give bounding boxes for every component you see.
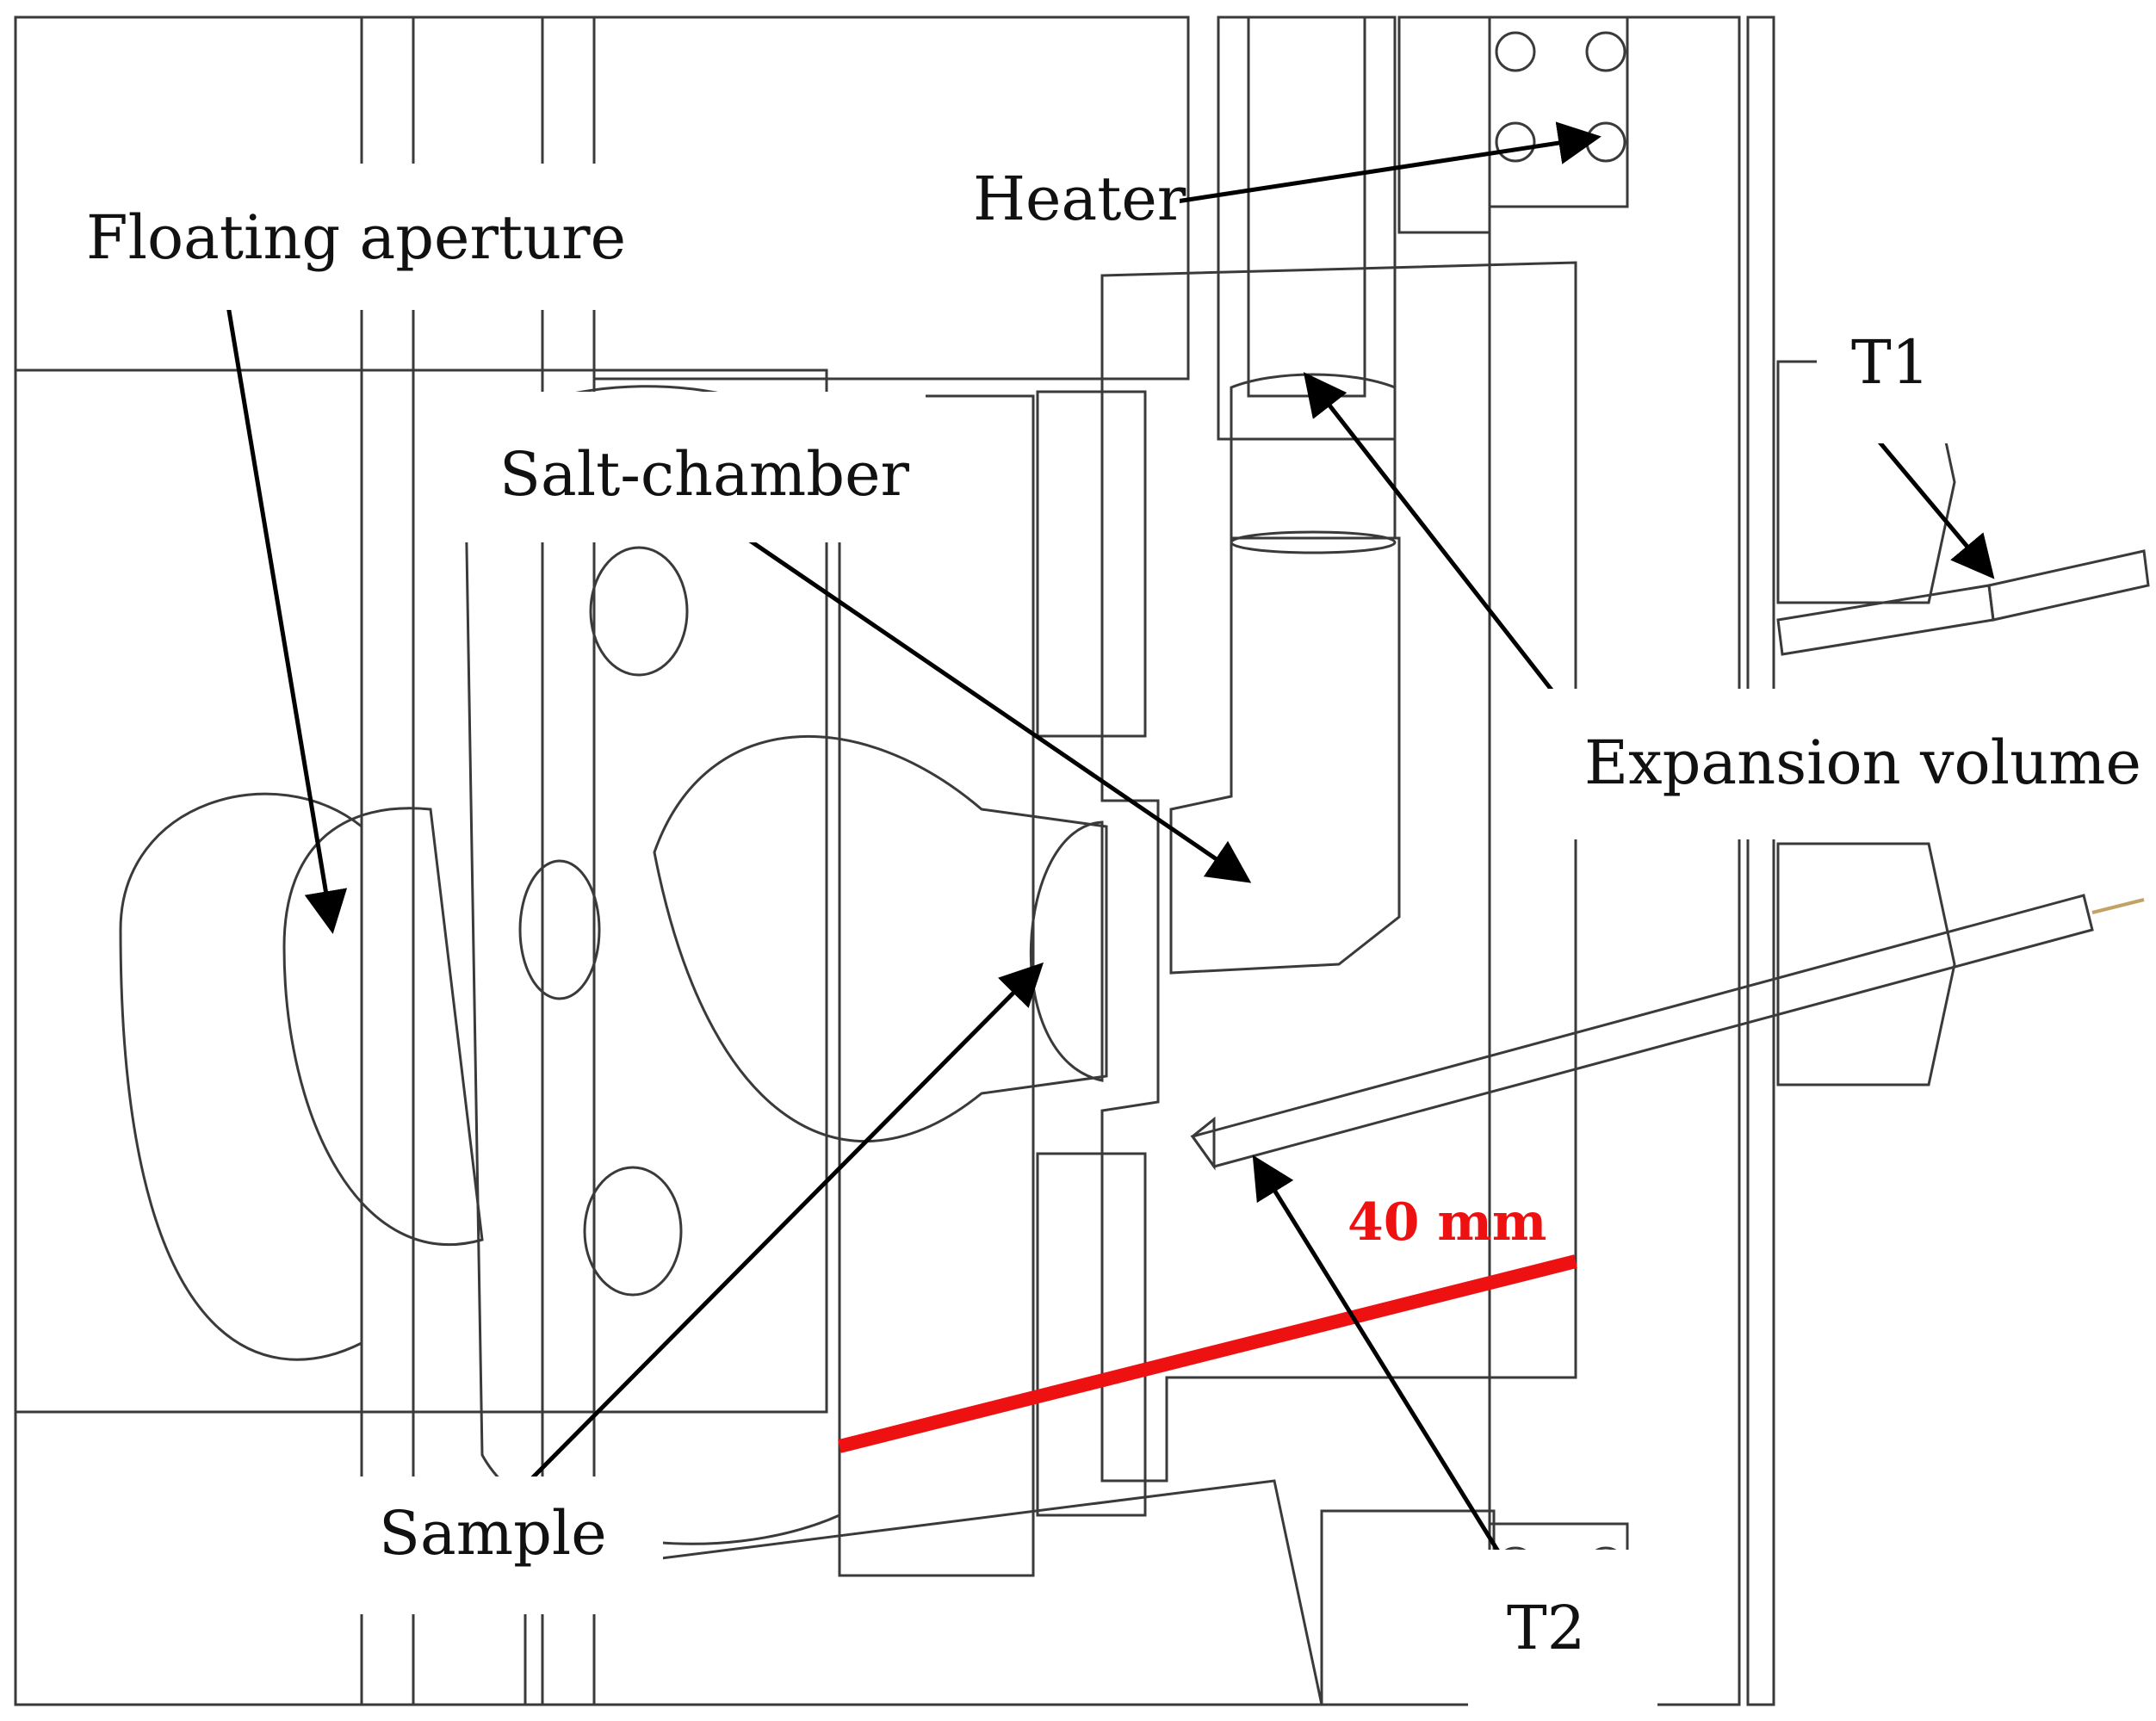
aperture-bore xyxy=(282,807,484,1247)
expansion-volume-floor xyxy=(1230,530,1397,554)
t2-wire xyxy=(2091,898,2145,914)
label-sample: Sample xyxy=(379,1498,607,1569)
arrow-heater xyxy=(1170,121,1602,205)
arrow-salt-chamber xyxy=(713,514,1252,883)
fitting-lower xyxy=(1776,842,1956,1086)
metal-cylinder-left xyxy=(14,368,828,1414)
label-box xyxy=(448,392,926,542)
coil-turn xyxy=(1495,121,1536,163)
label-salt-chamber: Salt-chamber xyxy=(499,439,909,510)
flange-hole-middle xyxy=(518,859,601,1000)
label-t2: T2 xyxy=(1507,1593,1585,1663)
label-expansion-volume: Expansion volume xyxy=(1584,727,2141,798)
coil-turn xyxy=(1585,31,1626,72)
red-thin-wall xyxy=(1746,15,1775,1706)
yellow-wall xyxy=(1488,15,1741,1706)
coil-turn xyxy=(1495,31,1536,72)
label-floating-aperture: Floating aperture xyxy=(86,202,626,273)
label-box xyxy=(331,1476,663,1614)
t1-cable xyxy=(1987,549,2150,622)
arrow-t1 xyxy=(1875,437,1995,579)
metal-block-bottom xyxy=(524,1479,1323,1706)
arrow-t2 xyxy=(1252,1155,1505,1560)
dimension-label: 40 mm xyxy=(1348,1192,1546,1253)
orange-coil-top xyxy=(1488,15,1629,208)
label-box xyxy=(1817,275,1976,443)
floating-aperture-ring xyxy=(119,792,363,1361)
label-box xyxy=(43,164,663,310)
flange-hole-top xyxy=(589,546,689,677)
label-box xyxy=(921,116,1180,258)
label-heater: Heater xyxy=(973,164,1186,234)
label-t1: T1 xyxy=(1851,327,1930,398)
tan-block-lower xyxy=(1036,1152,1147,1517)
arrow-expansion-volume xyxy=(1303,372,1586,734)
arrow-floating-aperture xyxy=(226,305,348,934)
pink-chamber-body xyxy=(1100,261,1577,1483)
metal-cone xyxy=(653,734,1108,1142)
tan-block-upper xyxy=(1036,390,1147,738)
t2-probe-tip xyxy=(1190,1116,1216,1171)
arrow-sample xyxy=(528,962,1044,1483)
sample-dome xyxy=(1029,820,1104,1082)
label-box xyxy=(1541,689,2144,839)
flange-hole-bottom xyxy=(583,1166,683,1297)
dimension-line xyxy=(838,1254,1577,1453)
salt-chamber-fill xyxy=(1169,536,1401,975)
label-box xyxy=(1468,1550,1657,1709)
